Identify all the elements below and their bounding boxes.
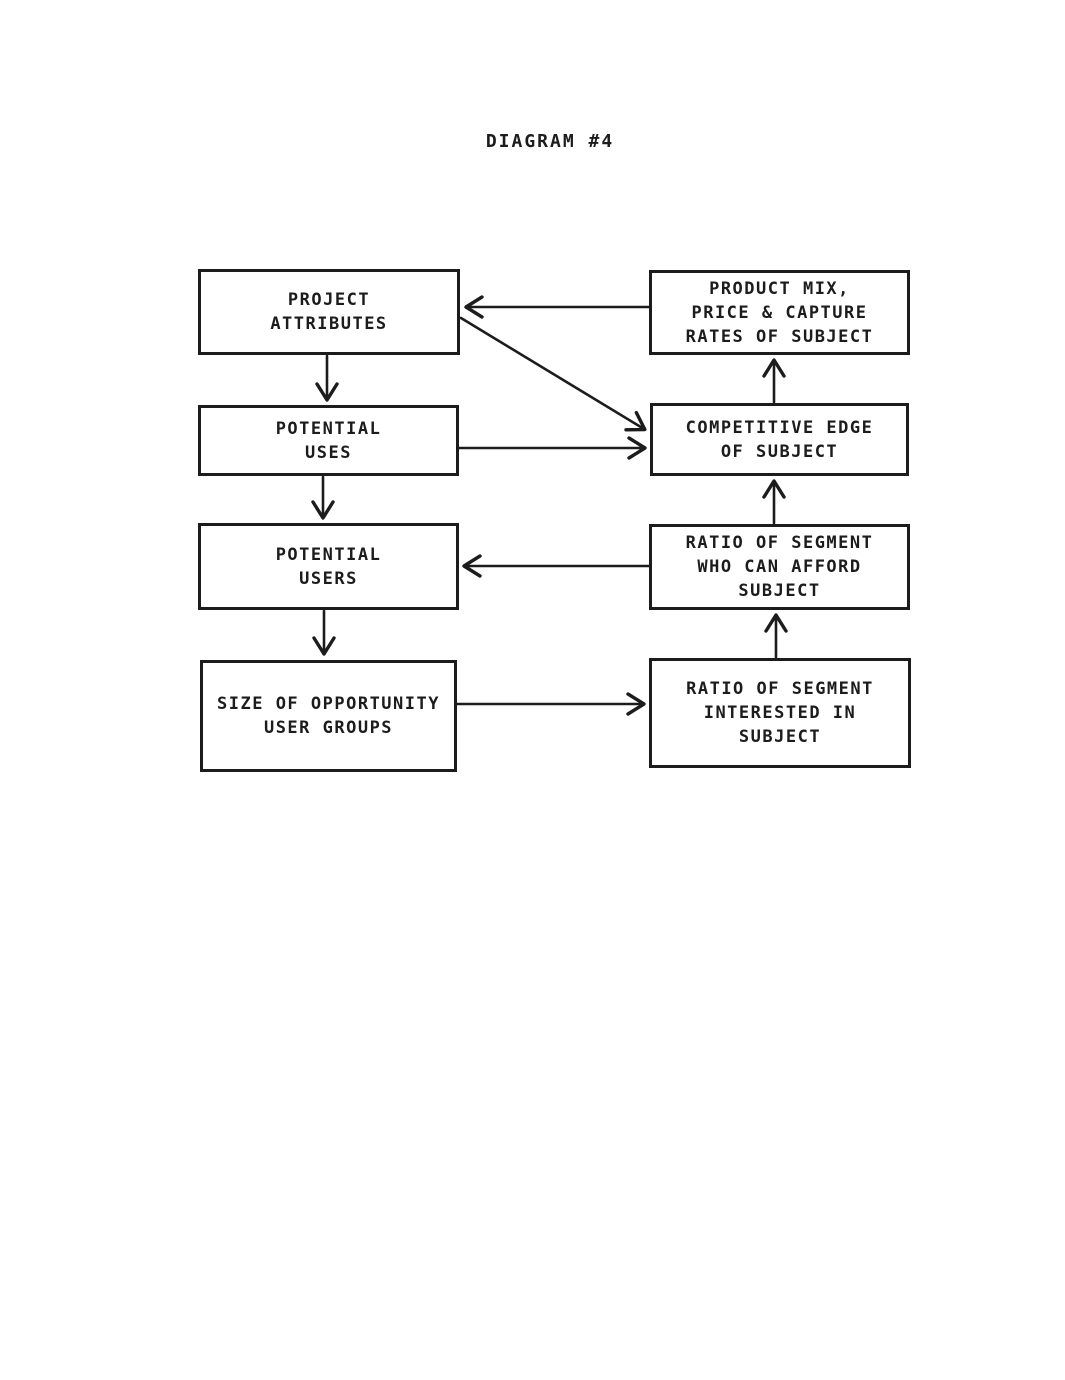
arrow-project-attributes-to-competitive-edge — [459, 316, 647, 432]
diagram-title: DIAGRAM #4 — [485, 131, 615, 152]
box-ratio-can-afford: RATIO OF SEGMENT WHO CAN AFFORD SUBJECT — [649, 524, 910, 610]
box-ratio-interested: RATIO OF SEGMENT INTERESTED IN SUBJECT — [649, 658, 911, 768]
box-competitive-edge: COMPETITIVE EDGE OF SUBJECT — [650, 403, 909, 476]
box-potential-uses: POTENTIAL USES — [198, 405, 459, 476]
box-potential-users: POTENTIAL USERS — [198, 523, 459, 610]
box-project-attributes: PROJECT ATTRIBUTES — [198, 269, 460, 355]
box-product-mix: PRODUCT MIX, PRICE & CAPTURE RATES OF SU… — [649, 270, 910, 355]
box-size-of-opportunity: SIZE OF OPPORTUNITY USER GROUPS — [200, 660, 457, 772]
